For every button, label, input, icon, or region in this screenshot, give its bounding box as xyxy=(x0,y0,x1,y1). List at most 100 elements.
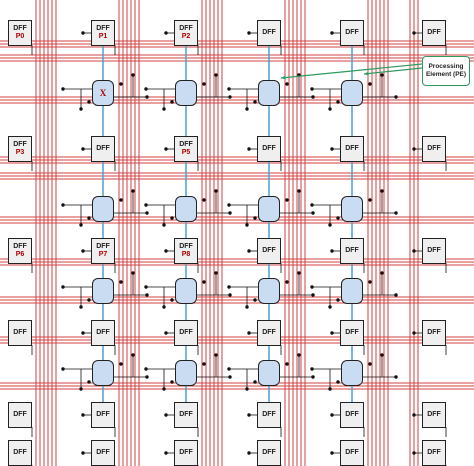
junction-dot xyxy=(79,107,83,111)
junction-dot xyxy=(87,216,91,220)
junction-dot xyxy=(145,211,149,215)
junction-dot xyxy=(214,271,218,275)
junction-dot xyxy=(328,387,332,391)
dff-label: DFF xyxy=(262,449,276,456)
junction-dot xyxy=(164,249,168,253)
dff-label: DFF xyxy=(13,411,27,418)
processing-element xyxy=(175,80,197,106)
junction-dot xyxy=(336,216,340,220)
junction-dot xyxy=(170,216,174,220)
junction-dot xyxy=(311,293,315,297)
junction-dot xyxy=(285,198,289,202)
junction-dot xyxy=(394,211,398,215)
junction-dot xyxy=(380,271,384,275)
dff-label: DFF xyxy=(262,411,276,418)
junction-dot xyxy=(227,87,231,91)
junction-dot xyxy=(131,353,135,357)
junction-dot xyxy=(227,285,231,289)
dff-label: DFF xyxy=(262,145,276,152)
junction-dot xyxy=(380,73,384,77)
junction-dot xyxy=(328,223,332,227)
junction-dot xyxy=(330,413,334,417)
dff-label: DFF xyxy=(96,243,110,250)
junction-dot xyxy=(412,451,416,455)
junction-dot xyxy=(368,82,372,86)
processing-element xyxy=(341,278,363,304)
junction-dot xyxy=(368,362,372,366)
junction-dot xyxy=(227,367,231,371)
dff-register: DFF xyxy=(422,136,446,162)
junction-dot xyxy=(412,249,416,253)
processing-element xyxy=(92,360,114,386)
callout-pointer xyxy=(363,67,423,75)
junction-dot xyxy=(164,413,168,417)
processing-element xyxy=(341,80,363,106)
junction-dot xyxy=(81,249,85,253)
dff-label: DFF xyxy=(179,25,193,32)
junction-dot xyxy=(380,189,384,193)
dff-register: DFF xyxy=(340,402,364,428)
dff-subscript-label: P0 xyxy=(15,33,25,40)
dff-label: DFF xyxy=(262,247,276,254)
junction-dot xyxy=(87,380,91,384)
dff-label: DFF xyxy=(427,411,441,418)
processing-element xyxy=(175,360,197,386)
junction-dot xyxy=(311,211,315,215)
dff-register: DFF xyxy=(422,238,446,264)
junction-dot xyxy=(81,451,85,455)
junction-dot xyxy=(162,305,166,309)
junction-dot xyxy=(79,305,83,309)
callout-arrowhead xyxy=(364,71,369,76)
junction-dot xyxy=(228,293,232,297)
junction-dot xyxy=(202,362,206,366)
junction-dot xyxy=(202,82,206,86)
junction-dot xyxy=(144,367,148,371)
dff-label: DFF xyxy=(179,243,193,250)
junction-dot xyxy=(310,367,314,371)
dff-register: DFF xyxy=(340,320,364,346)
junction-dot xyxy=(227,203,231,207)
junction-dot xyxy=(297,189,301,193)
junction-dot xyxy=(119,198,123,202)
dff-register: DFF xyxy=(257,238,281,264)
junction-dot xyxy=(228,211,232,215)
junction-dot xyxy=(394,293,398,297)
junction-dot xyxy=(81,331,85,335)
dff-label: DFF xyxy=(427,329,441,336)
pe-marker-label: X xyxy=(99,88,107,98)
junction-dot xyxy=(245,223,249,227)
dff-label: DFF xyxy=(13,243,27,250)
dff-register: DFF xyxy=(422,402,446,428)
dff-subscript-label: P3 xyxy=(15,149,25,156)
junction-dot xyxy=(247,31,251,35)
callout-line-1: Processing xyxy=(428,63,464,70)
junction-dot xyxy=(297,271,301,275)
dff-label: DFF xyxy=(96,25,110,32)
junction-dot xyxy=(285,362,289,366)
junction-dot xyxy=(285,280,289,284)
junction-dot xyxy=(245,387,249,391)
dff-label: DFF xyxy=(96,145,110,152)
junction-dot xyxy=(310,87,314,91)
dff-register: DFF xyxy=(91,402,115,428)
junction-dot xyxy=(253,298,257,302)
junction-dot xyxy=(311,375,315,379)
junction-dot xyxy=(162,387,166,391)
dff-label: DFF xyxy=(345,411,359,418)
dff-subscript-label: P1 xyxy=(98,33,108,40)
dff-register: DFF xyxy=(91,136,115,162)
junction-dot xyxy=(144,87,148,91)
junction-dot xyxy=(170,100,174,104)
processing-element xyxy=(175,196,197,222)
junction-dot xyxy=(119,280,123,284)
processing-element xyxy=(341,360,363,386)
dff-label: DFF xyxy=(179,449,193,456)
junction-dot xyxy=(79,223,83,227)
dff-register: DFF xyxy=(422,320,446,346)
junction-dot xyxy=(412,147,416,151)
dff-label: DFF xyxy=(345,247,359,254)
